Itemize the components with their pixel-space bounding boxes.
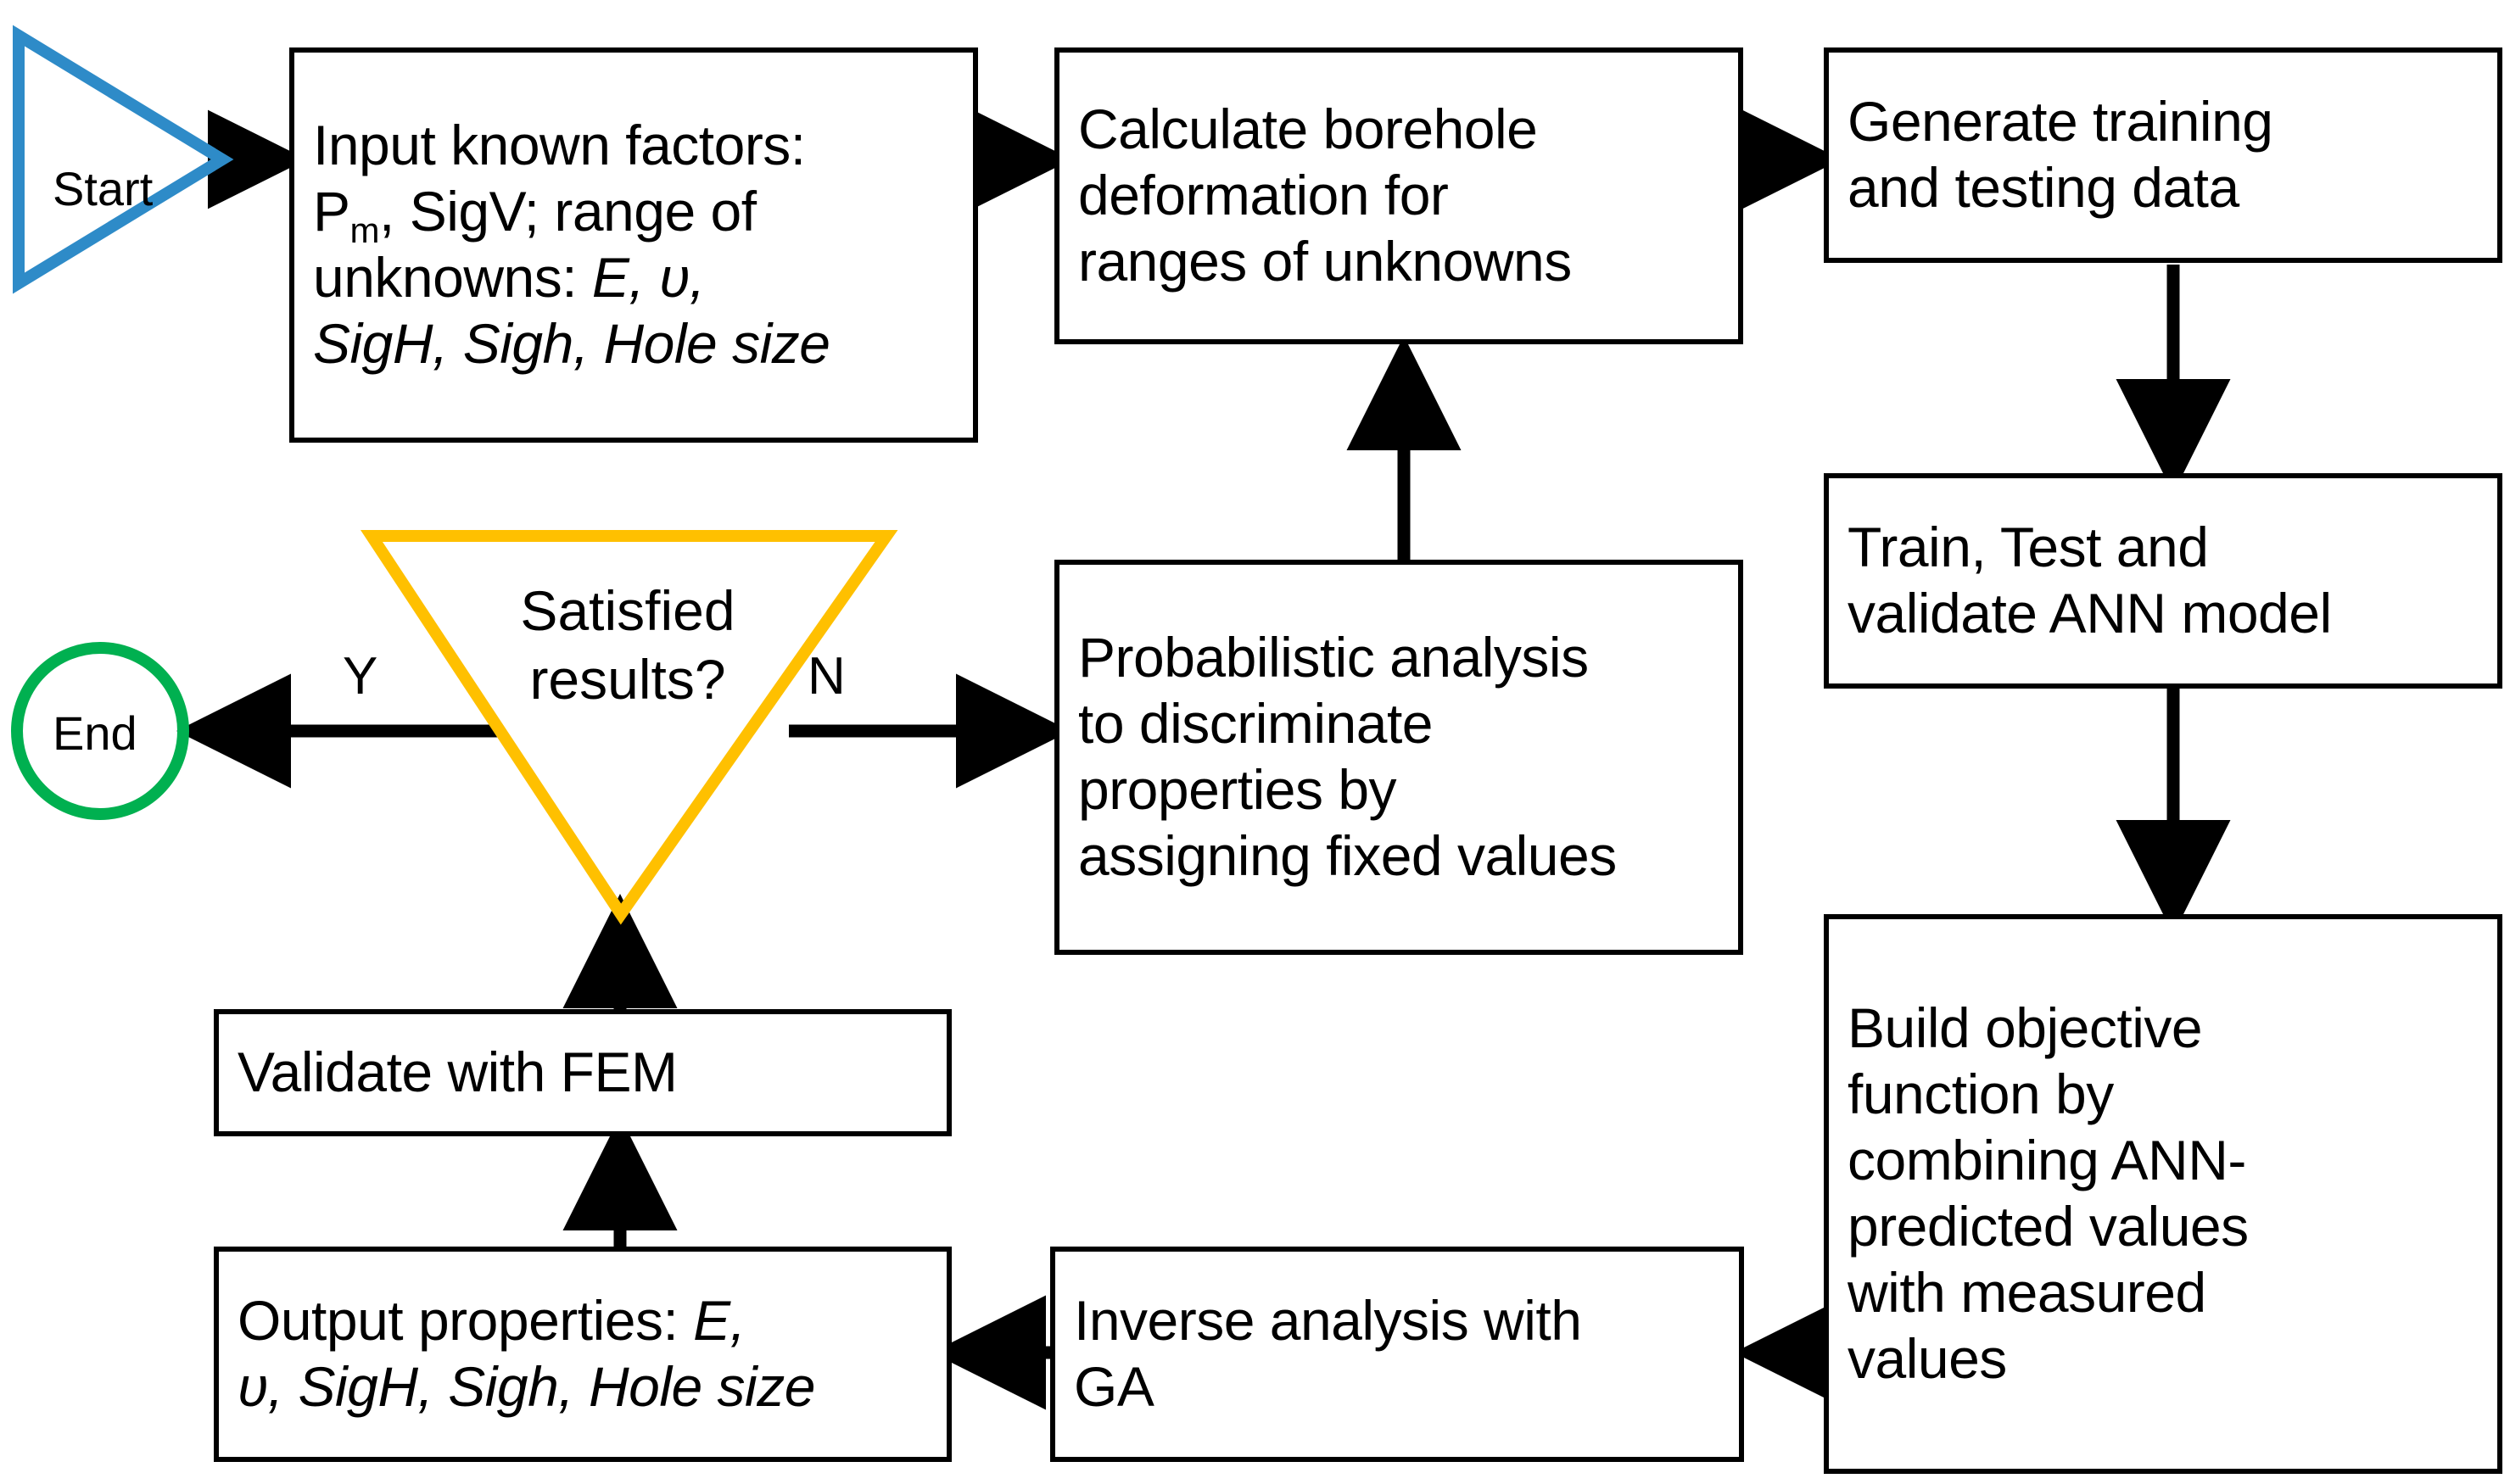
build-line-3: combining ANN- <box>1848 1129 2246 1192</box>
node-calculate-deformation-text: Calculate borehole deformation for range… <box>1078 97 1572 295</box>
branch-label-no: N <box>808 647 846 706</box>
validate-line-1: Validate with FEM <box>238 1040 678 1104</box>
inverse-line-2: GA <box>1074 1355 1154 1418</box>
node-probabilistic-analysis-text: Probabilistic analysis to discriminate p… <box>1078 625 1617 890</box>
start-terminator-label-wrap: Start <box>53 161 153 216</box>
decision-label-line1: Satisfied <box>520 579 735 642</box>
build-line-2: function by <box>1848 1063 2114 1126</box>
branch-label-yes: Y <box>343 647 378 706</box>
input-line-2-a: P <box>313 180 350 243</box>
probabilistic-line-4: assigning fixed values <box>1078 823 1617 887</box>
node-output-properties[interactable]: Output properties: E, υ, SigH, Sigh, Hol… <box>214 1247 952 1462</box>
node-validate-fem[interactable]: Validate with FEM <box>214 1009 952 1136</box>
node-inverse-analysis[interactable]: Inverse analysis with GA <box>1050 1247 1744 1462</box>
node-input-known-factors-text: Input known factors: Pm, SigV; range of … <box>313 113 830 377</box>
input-line-1: Input known factors: <box>313 114 806 177</box>
node-calculate-deformation[interactable]: Calculate borehole deformation for range… <box>1054 47 1743 344</box>
node-output-properties-text: Output properties: E, υ, SigH, Sigh, Hol… <box>238 1288 815 1420</box>
node-input-known-factors[interactable]: Input known factors: Pm, SigV; range of … <box>289 47 978 443</box>
input-line-4: SigH, Sigh, Hole size <box>313 311 830 375</box>
probabilistic-line-2: to discriminate <box>1078 692 1433 756</box>
node-train-ann[interactable]: Train, Test and validate ANN model <box>1824 473 2502 689</box>
node-inverse-analysis-text: Inverse analysis with GA <box>1074 1288 1582 1420</box>
node-validate-fem-text: Validate with FEM <box>238 1040 678 1106</box>
output-line-1-italic: E, <box>693 1289 746 1353</box>
input-line-2-subscript: m <box>349 210 380 251</box>
input-line-2: Pm, SigV; range of <box>313 179 830 248</box>
node-train-ann-text: Train, Test and validate ANN model <box>1848 515 2332 647</box>
probabilistic-line-3: properties by <box>1078 758 1397 821</box>
output-line-1-a: Output properties: <box>238 1289 694 1353</box>
decision-shape[interactable] <box>361 530 898 925</box>
build-line-6: values <box>1848 1326 2007 1390</box>
decision-label: Satisfied results? <box>475 577 780 713</box>
node-build-objective[interactable]: Build objective function by combining AN… <box>1824 914 2502 1474</box>
start-terminator-label-text: Start <box>53 162 154 215</box>
output-line-1: Output properties: E, <box>238 1288 815 1354</box>
build-line-4: predicted values <box>1848 1195 2249 1258</box>
node-generate-data[interactable]: Generate training and testing data <box>1824 47 2502 263</box>
node-build-objective-text: Build objective function by combining AN… <box>1848 996 2249 1392</box>
train-line-1: Train, Test and <box>1848 516 2209 579</box>
input-line-3: unknowns: E, υ, <box>313 245 830 311</box>
input-line-3-a: unknowns: <box>313 246 592 309</box>
inverse-line-1: Inverse analysis with <box>1074 1289 1582 1353</box>
generate-line-2: and testing data <box>1848 156 2239 219</box>
calculate-line-1: Calculate borehole <box>1078 98 1538 161</box>
node-probabilistic-analysis[interactable]: Probabilistic analysis to discriminate p… <box>1054 560 1743 955</box>
generate-line-1: Generate training <box>1848 90 2273 153</box>
probabilistic-line-1: Probabilistic analysis <box>1078 626 1589 689</box>
build-line-1: Build objective <box>1848 996 2203 1060</box>
input-line-3-italic: E, υ, <box>591 246 705 309</box>
train-line-2: validate ANN model <box>1848 582 2332 644</box>
build-line-5: with measured <box>1848 1260 2206 1324</box>
start-terminator-shape[interactable] <box>13 25 234 294</box>
input-line-2-b: , SigV; range of <box>379 180 757 243</box>
end-terminator-shape[interactable] <box>11 642 189 820</box>
end-terminator-label-text: End <box>53 706 137 760</box>
output-line-2: υ, SigH, Sigh, Hole size <box>238 1355 815 1418</box>
decision-label-line2: results? <box>529 647 726 711</box>
calculate-line-3: ranges of unknowns <box>1078 229 1572 293</box>
end-terminator-label-wrap: End <box>53 706 137 761</box>
calculate-line-2: deformation for <box>1078 164 1449 227</box>
node-generate-data-text: Generate training and testing data <box>1848 89 2273 221</box>
